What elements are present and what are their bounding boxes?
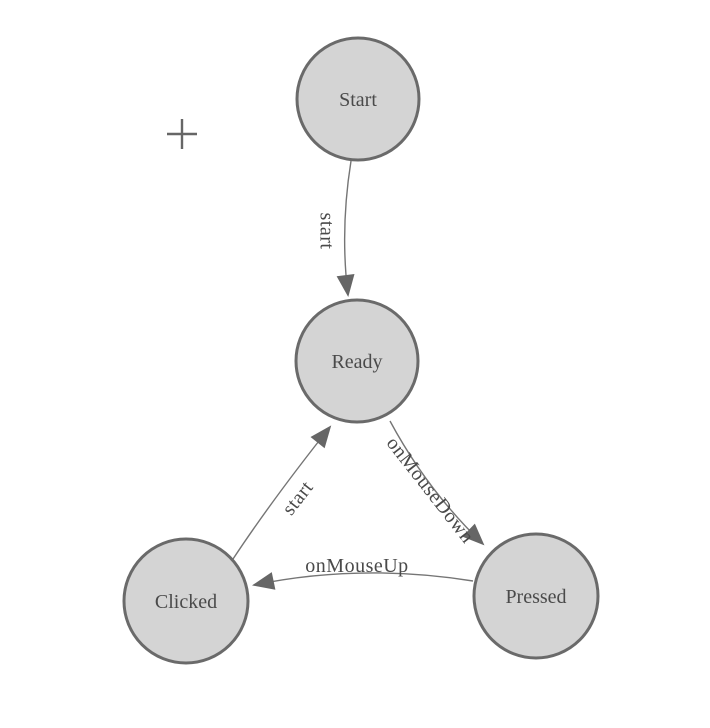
state-label-ready: Ready [331, 351, 382, 373]
state-node-start[interactable]: Start [295, 36, 421, 162]
state-node-clicked[interactable]: Clicked [122, 537, 250, 665]
transition-ready-to-pressed[interactable] [389, 420, 485, 546]
state-node-ready[interactable]: Ready [294, 298, 420, 424]
state-label-pressed: Pressed [505, 586, 566, 608]
edge-label-start-to-ready: start [315, 213, 337, 250]
state-node-pressed[interactable]: Pressed [472, 532, 600, 660]
state-label-start: Start [339, 89, 377, 111]
edge-label-ready-to-pressed: onMouseDown [382, 433, 479, 548]
state-circle-clicked[interactable] [122, 537, 250, 665]
transition-clicked-to-ready[interactable] [232, 425, 332, 560]
state-circle-start[interactable] [295, 36, 421, 162]
state-circle-ready[interactable] [294, 298, 420, 424]
crosshair-cursor-icon [167, 119, 197, 149]
state-label-clicked: Clicked [155, 591, 217, 613]
edge-label-pressed-to-clicked: onMouseUp [305, 555, 408, 577]
states-layer: Start Ready Clicked Pressed [122, 36, 600, 665]
state-circle-pressed[interactable] [472, 532, 600, 660]
transition-pressed-to-clicked[interactable] [252, 572, 474, 590]
edge-label-clicked-to-ready: start [278, 477, 318, 520]
transition-start-to-ready[interactable] [336, 160, 355, 297]
